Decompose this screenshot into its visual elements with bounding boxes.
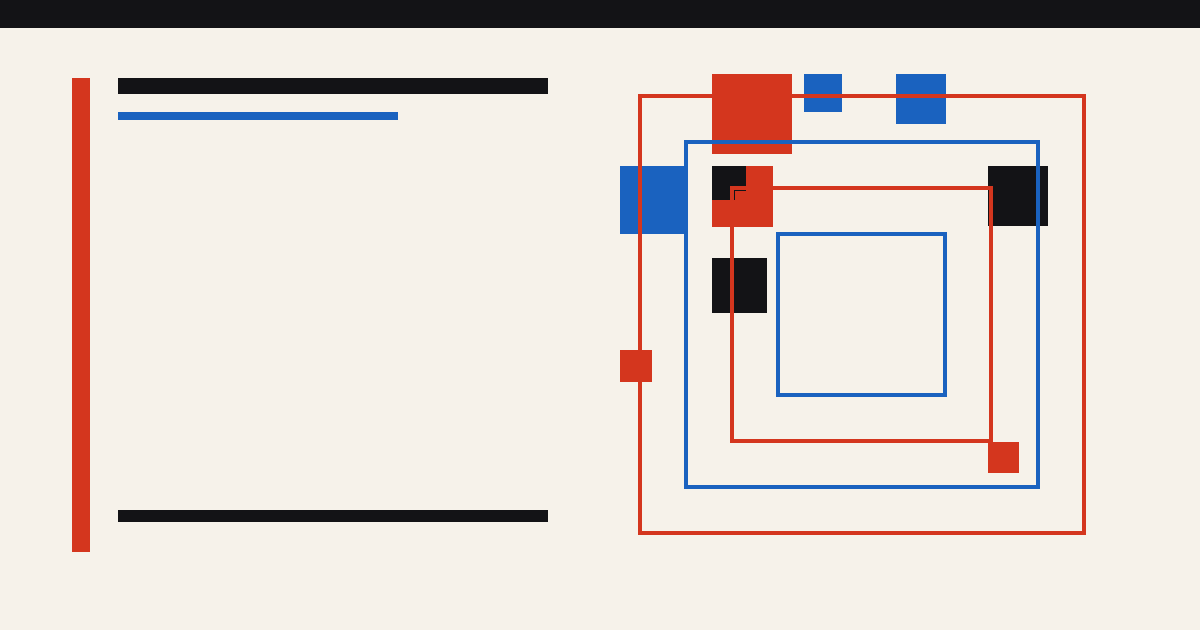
top-band bbox=[0, 0, 1200, 28]
blue-block-top-small bbox=[804, 74, 842, 112]
red-block-left-small bbox=[620, 350, 652, 382]
bottom-black-rule bbox=[118, 510, 548, 522]
left-red-vertical-bar bbox=[72, 78, 90, 552]
geometric-composition bbox=[620, 74, 1086, 535]
red-block-bottom-small bbox=[988, 442, 1019, 473]
red-frame-inner bbox=[730, 186, 993, 443]
blue-frame-outer bbox=[684, 140, 1040, 489]
blue-block-top-right bbox=[896, 74, 946, 124]
blue-block-left bbox=[620, 166, 684, 234]
blue-frame-inner bbox=[776, 232, 947, 397]
red-frame-outer bbox=[638, 94, 1086, 535]
top-black-rule bbox=[118, 78, 548, 94]
red-notch bbox=[735, 191, 746, 200]
blue-rule bbox=[118, 112, 398, 120]
black-block-left bbox=[712, 258, 767, 313]
